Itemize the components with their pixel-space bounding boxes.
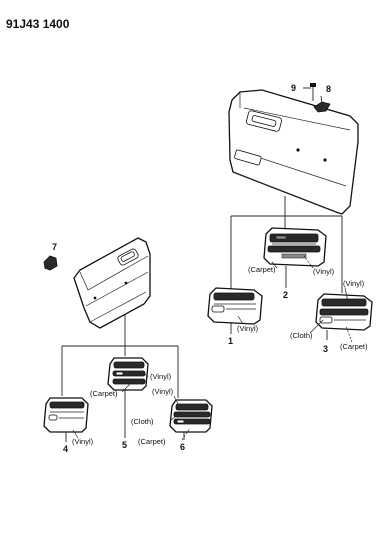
callout-2: 2 [283,290,288,300]
callout-8: 8 [326,84,331,94]
callout-1: 1 [228,336,233,346]
front-panel-variant-2 [263,227,327,267]
front-leader-lines [230,196,343,293]
material-rear-6-vinyl: (Vinyl) [152,387,174,396]
material-front-3-carpet: (Carpet) [340,342,368,351]
rear-panel-variant-5 [107,357,149,391]
callout-3: 3 [323,344,328,354]
front-door-trim-panel-outline [228,89,359,215]
callout-9: 9 [291,83,296,93]
material-front-3-vinyl: (Vinyl) [343,279,365,288]
material-front-3-cloth: (Cloth) [290,331,313,340]
rear-leader-lines [61,314,179,398]
diagram-code: 91J43 1400 [6,17,70,31]
material-rear-6-carpet: (Carpet) [138,437,166,446]
material-rear-4-vinyl: (Vinyl) [72,437,94,446]
material-rear-5-carpet: (Carpet) [90,389,118,398]
material-rear-5-vinyl: (Vinyl) [150,372,172,381]
material-rear-6-cloth: (Cloth) [131,417,154,426]
trim-clip [313,95,331,113]
front-panel-variant-3 [315,293,373,331]
callout-7: 7 [52,242,57,252]
front-panel-variant-1 [207,287,263,325]
rear-door-trim-panel-outline [73,237,151,329]
material-front-2-carpet: (Carpet) [248,265,276,274]
material-front-2-vinyl: (Vinyl) [313,267,335,276]
callout-4: 4 [63,444,68,454]
push-pin-fastener [43,255,58,271]
callout-5: 5 [122,440,127,450]
trim-screw [303,83,316,101]
callout-6: 6 [180,442,185,452]
rear-panel-variant-6 [169,399,213,433]
rear-panel-variant-4 [43,397,89,433]
material-front-1-vinyl: (Vinyl) [237,324,259,333]
